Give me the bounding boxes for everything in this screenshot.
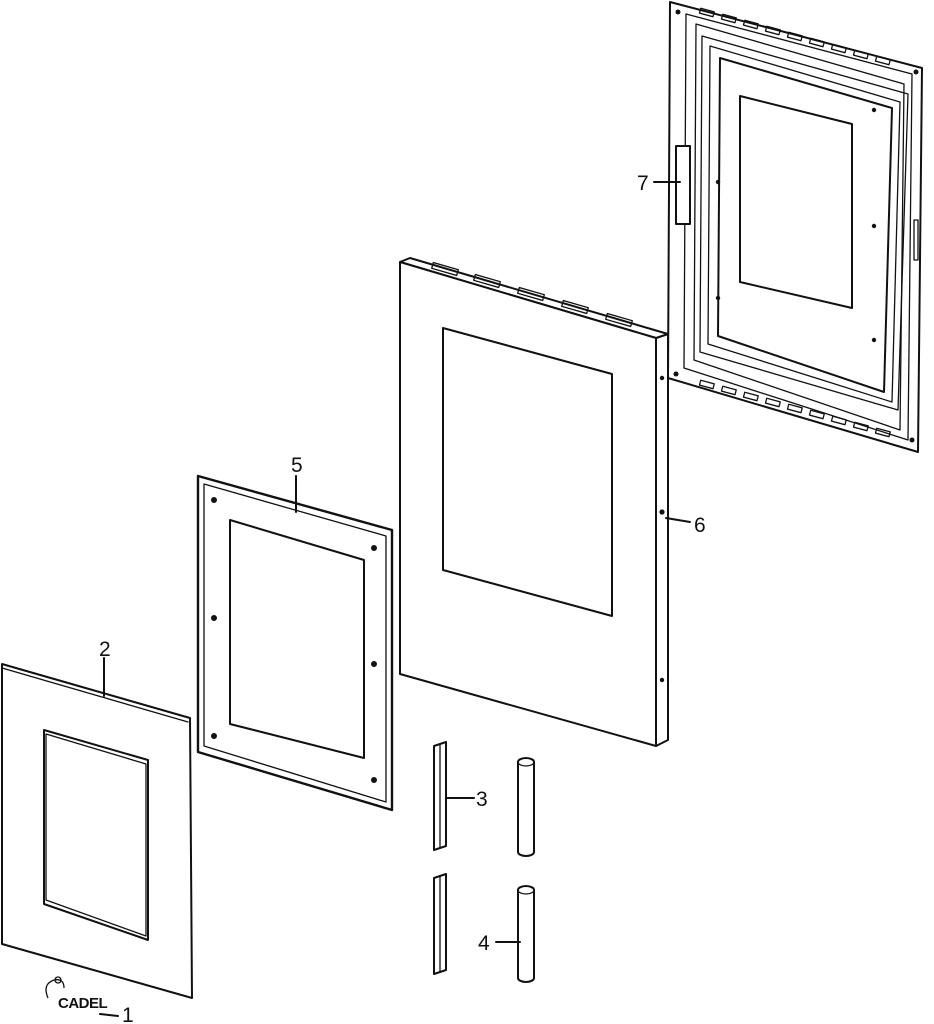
callout-numbers: 2 5 3 4 6 7 1	[99, 172, 706, 1024]
callout-6: 6	[694, 514, 706, 537]
callout-3: 3	[476, 788, 488, 811]
top-vent-slots	[698, 7, 891, 66]
callout-1: 1	[122, 1004, 134, 1024]
panel-top-slots	[431, 261, 633, 328]
part-4-rods	[517, 757, 535, 983]
part-3-trim-strips	[433, 741, 447, 975]
callout-4: 4	[478, 932, 490, 955]
callout-7: 7	[637, 172, 649, 195]
part-6-door-panel	[399, 257, 669, 747]
callout-5: 5	[291, 454, 303, 477]
part-5-gasket-frame	[196, 474, 394, 812]
part-7-inner-frame	[667, 1, 923, 453]
leader-lines	[99, 181, 691, 1017]
part-1-logo-badge: CADEL	[45, 976, 108, 1012]
hinge-plate	[675, 145, 691, 225]
part-2-outer-glass	[1, 663, 193, 999]
logo-text: CADEL	[58, 995, 108, 1012]
bottom-vent-slots	[698, 379, 891, 438]
callout-2: 2	[99, 638, 111, 661]
